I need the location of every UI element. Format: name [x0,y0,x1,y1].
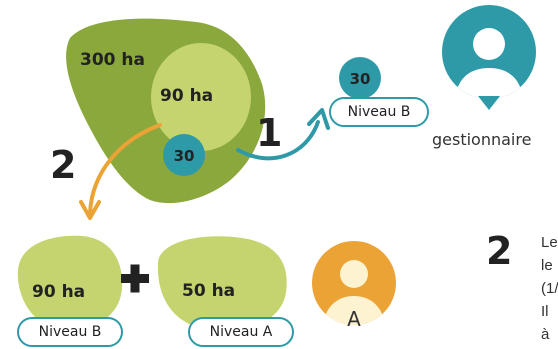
outer-area-label: 300 ha [80,50,145,70]
bottom-right-level-badge: Niveau A [188,317,294,347]
bottom-right-area-label: 50 ha [182,281,236,301]
bottom-left-area-label: 90 ha [32,282,86,302]
arrow-curved-down-icon [88,123,162,215]
user-avatar-icon [442,5,536,110]
bottom-right-area-blob [157,236,287,331]
manager-caption: gestionnaire [432,130,532,149]
core-area-circle [163,134,205,176]
step-one-number: 1 [256,111,283,155]
arrow-head-right [307,108,330,130]
transfer-count-circle [339,57,381,99]
inner-area-blob [151,43,251,151]
transfer-count-label: 30 [349,70,371,88]
side-text-line: (1/ [541,280,558,297]
side-text-line: le [541,257,553,274]
plus-icon [121,264,149,293]
arrow-head-down [79,200,101,220]
bottom-left-area-blob [17,235,123,330]
core-area-label: 30 [173,147,195,165]
side-text-line: Il [541,303,549,320]
side-step-number: 2 [486,229,513,273]
transfer-level-badge: Niveau B [329,97,429,127]
side-text-line: Le [541,234,558,251]
inner-area-label: 90 ha [160,86,214,106]
step-two-number: 2 [50,143,77,187]
bottom-left-level-badge: Niveau B [17,317,123,347]
side-text-line: à [541,326,550,343]
avatar-letter: A [347,307,361,331]
arrow-curved-right-icon [236,120,320,161]
level-a-avatar-icon [312,241,396,325]
